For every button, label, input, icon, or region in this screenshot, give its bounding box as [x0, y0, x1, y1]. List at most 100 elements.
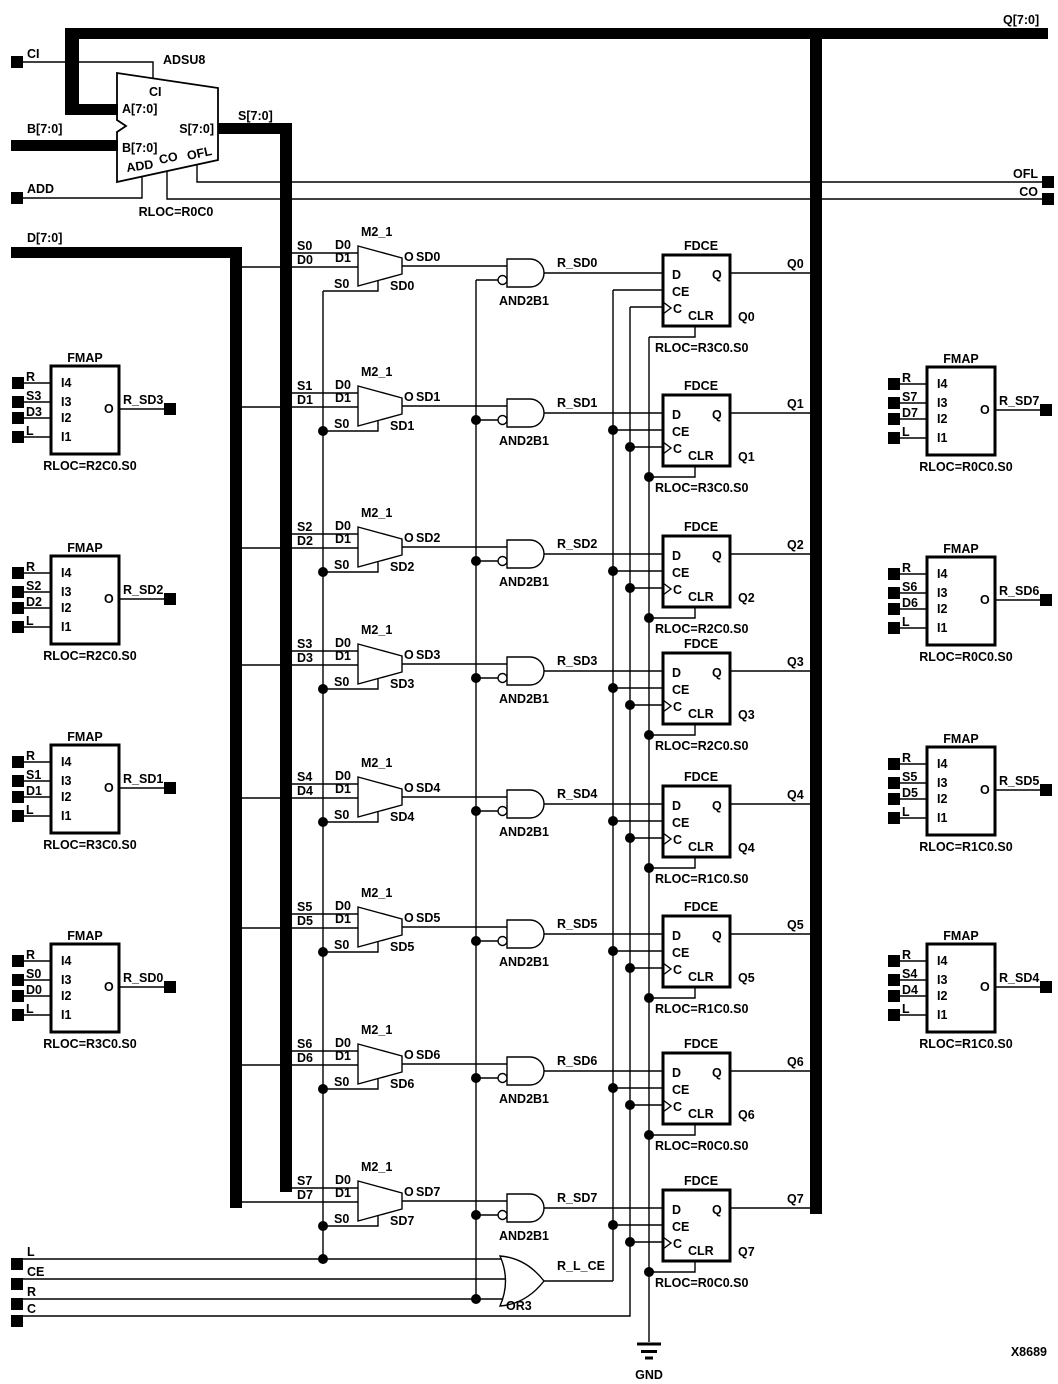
- fmap-right-1-output-net-label: R_SD6: [999, 584, 1039, 598]
- fmap-right-0-input-label-0: R: [902, 371, 911, 385]
- net-label-sd1: SD1: [416, 390, 440, 404]
- clock-triangle-icon-1: [662, 441, 673, 455]
- net-label-s5: S5: [297, 900, 312, 914]
- junction-dot: [471, 673, 481, 683]
- mux-pin-out-label-7: O: [404, 1185, 414, 1199]
- and-gate-bubble-1: [497, 414, 508, 426]
- mux-pin-d0-label-3: D0: [335, 636, 351, 650]
- pin-add: [11, 192, 23, 204]
- fmap-right-0-input-label-1: S7: [902, 390, 917, 404]
- fmap-symbol-left-1: [49, 554, 121, 646]
- bus-s-horizontal: [218, 123, 292, 134]
- net-label-q0: Q0: [787, 257, 804, 271]
- fmap-right-0-input-label-3: L: [902, 425, 910, 439]
- fmap-left-0-input-label-2: D3: [26, 405, 42, 419]
- fmap-right-0-output-net-label: R_SD7: [999, 394, 1039, 408]
- ff-pin-q-label-4: Q: [712, 799, 722, 813]
- fmap-right-0-input-label-2: D7: [902, 406, 918, 420]
- junction-dot: [625, 1100, 635, 1110]
- junction-dot: [625, 963, 635, 973]
- pin-fmap-right-2-out: [1040, 784, 1052, 796]
- wire-clr-stub-3: [649, 724, 696, 736]
- pin-layer: [11, 56, 1054, 1327]
- fmap-left-0-input-label-0: R: [26, 370, 35, 384]
- and-gate-6: [506, 1056, 545, 1086]
- fmap-symbol-right-1: [925, 555, 997, 647]
- pin-fmap-left-0-in-3: [12, 431, 24, 443]
- junction-dot: [625, 700, 635, 710]
- fmap-right-2-pin-label-3: I1: [937, 811, 947, 825]
- mux-pin-sel-label-7: S0: [334, 1212, 349, 1226]
- pin-c: [11, 1315, 23, 1327]
- pin-fmap-left-0-in-1: [12, 396, 24, 408]
- fmap-left-3-input-label-3: L: [26, 1002, 34, 1016]
- ff-rloc-label-3: RLOC=R2C0.S0: [655, 739, 748, 753]
- fmap-title-left-0: FMAP: [67, 351, 102, 365]
- ff-pin-d-label-7: D: [672, 1203, 681, 1217]
- fmap-right-3-pin-label-1: I3: [937, 973, 947, 987]
- mux-pin-out-label-5: O: [404, 911, 414, 925]
- or-type-label: OR3: [506, 1299, 532, 1313]
- net-label-d0: D0: [297, 253, 313, 267]
- junction-layer: [318, 415, 654, 1304]
- fmap-title-left-3: FMAP: [67, 929, 102, 943]
- pin-fmap-left-1-in-3: [12, 621, 24, 633]
- pin-fmap-left-1-in-1: [12, 586, 24, 598]
- mux-pin-d0-label-2: D0: [335, 519, 351, 533]
- fmap-left-2-rloc-label: RLOC=R3C0.S0: [43, 838, 136, 852]
- net-label-d5: D5: [297, 914, 313, 928]
- gnd-label: GND: [635, 1368, 663, 1382]
- flipflop-symbol-0: [661, 253, 732, 328]
- net-label-q-bus: Q[7:0]: [1003, 13, 1039, 27]
- mux-symbol-0: [357, 245, 403, 287]
- net-label-q2: Q2: [787, 538, 804, 552]
- junction-dot: [471, 1294, 481, 1304]
- ff-instance-label-2: Q2: [738, 591, 755, 605]
- pin-fmap-left-2-in-3: [12, 810, 24, 822]
- ff-type-label-1: FDCE: [684, 379, 718, 393]
- clock-triangle-icon-6: [662, 1099, 673, 1113]
- ff-rloc-label-7: RLOC=R0C0.S0: [655, 1276, 748, 1290]
- ff-instance-label-0: Q0: [738, 310, 755, 324]
- mux-symbol-3: [357, 643, 403, 685]
- fmap-left-0-pin-label-2: I2: [61, 411, 71, 425]
- mux-type-label-1: M2_1: [361, 365, 392, 379]
- bus-q-horizontal: [65, 28, 1048, 39]
- ff-pin-ce-label-4: CE: [672, 816, 689, 830]
- ff-instance-label-6: Q6: [738, 1108, 755, 1122]
- ff-pin-clr-label-3: CLR: [688, 707, 714, 721]
- pin-r: [11, 1298, 23, 1310]
- adder-pin-ci-label: CI: [149, 85, 162, 99]
- mux-pin-sel-label-1: S0: [334, 417, 349, 431]
- wire-clr-stub-1: [649, 466, 696, 478]
- wire-co: [166, 171, 1048, 200]
- mux-pin-sel-label-5: S0: [334, 938, 349, 952]
- junction-dot: [644, 1130, 654, 1140]
- junction-dot: [318, 817, 328, 827]
- net-label-r-sd1: R_SD1: [557, 396, 597, 410]
- ff-instance-label-7: Q7: [738, 1245, 755, 1259]
- net-label-sd4: SD4: [416, 781, 440, 795]
- mux-pin-sel-label-4: S0: [334, 808, 349, 822]
- and-gate-bubble-4: [497, 805, 508, 817]
- mux-symbol-6: [357, 1043, 403, 1085]
- mux-type-label-5: M2_1: [361, 886, 392, 900]
- fmap-right-0-pin-label-0: I4: [937, 377, 947, 391]
- junction-dot: [318, 1084, 328, 1094]
- fmap-right-1-input-label-0: R: [902, 561, 911, 575]
- mux-pin-d1-label-4: D1: [335, 782, 351, 796]
- ff-pin-clr-label-6: CLR: [688, 1107, 714, 1121]
- fmap-right-1-input-label-2: D6: [902, 596, 918, 610]
- and-type-label-5: AND2B1: [499, 955, 549, 969]
- fmap-left-0-pin-label-3: I1: [61, 430, 71, 444]
- junction-dot: [608, 683, 618, 693]
- pin-l: [11, 1258, 23, 1270]
- ff-pin-ce-label-0: CE: [672, 285, 689, 299]
- fmap-left-2-input-label-2: D1: [26, 784, 42, 798]
- adder-pin-add-label: ADD: [125, 157, 154, 175]
- mux-pin-out-label-4: O: [404, 781, 414, 795]
- net-label-s2: S2: [297, 520, 312, 534]
- input-label-add: ADD: [27, 182, 54, 196]
- ff-pin-q-label-2: Q: [712, 549, 722, 563]
- fmap-left-1-pin-label-1: I3: [61, 585, 71, 599]
